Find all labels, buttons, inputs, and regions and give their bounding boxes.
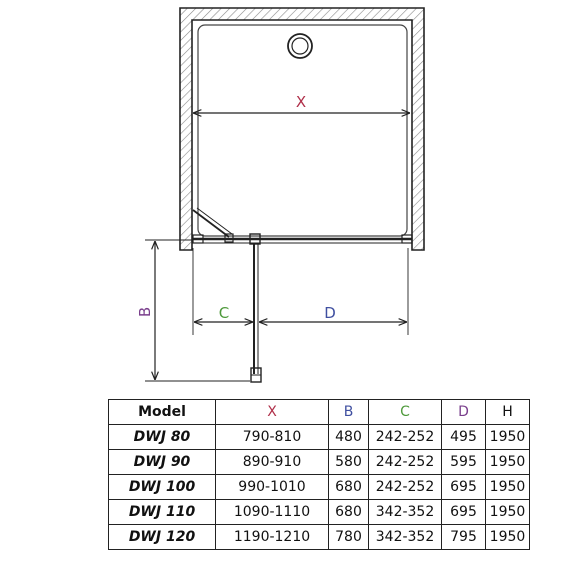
dimension-b: B: [136, 241, 155, 380]
cell-model: DWJ 110: [108, 499, 216, 525]
cell-d: 695: [441, 474, 486, 500]
header-d: D: [441, 399, 486, 425]
cell-c: 242-252: [368, 424, 442, 450]
cell-model: DWJ 90: [108, 449, 216, 475]
dimension-x: X: [193, 93, 410, 113]
cell-x: 1190-1210: [215, 524, 329, 550]
header-h: H: [485, 399, 530, 425]
cell-model: DWJ 80: [108, 424, 216, 450]
cell-b: 580: [328, 449, 369, 475]
spec-table: Model X B C D H DWJ 80 790-810 480 242-2…: [108, 399, 530, 550]
shower-door-diagram: X B C D: [136, 7, 425, 383]
cell-h: 1950: [485, 449, 530, 475]
glass-panel: [192, 233, 413, 244]
table-row: DWJ 100 990-1010 680 242-252 695 1950: [108, 474, 530, 500]
cell-h: 1950: [485, 499, 530, 525]
cell-d: 595: [441, 449, 486, 475]
table-row: DWJ 120 1190-1210 780 342-352 795 1950: [108, 524, 530, 550]
shower-tray-outline: [197, 24, 408, 237]
cell-b: 780: [328, 524, 369, 550]
cell-d: 695: [441, 499, 486, 525]
table-row: DWJ 80 790-810 480 242-252 495 1950: [108, 424, 530, 450]
cell-c: 242-252: [368, 474, 442, 500]
header-b: B: [328, 399, 369, 425]
cell-x: 1090-1110: [215, 499, 329, 525]
cell-b: 680: [328, 474, 369, 500]
cell-d: 795: [441, 524, 486, 550]
header-x: X: [215, 399, 329, 425]
cell-b: 480: [328, 424, 369, 450]
drain-icon: [287, 33, 313, 59]
cell-c: 342-352: [368, 524, 442, 550]
extension-lines: [145, 239, 409, 382]
cell-h: 1950: [485, 524, 530, 550]
dimension-c: C: [194, 304, 253, 322]
cell-c: 242-252: [368, 449, 442, 475]
dimension-x-label: X: [296, 93, 306, 111]
cell-c: 342-352: [368, 499, 442, 525]
wall-structure: [179, 7, 425, 251]
cell-model: DWJ 100: [108, 474, 216, 500]
cell-model: DWJ 120: [108, 524, 216, 550]
header-c: C: [368, 399, 442, 425]
cell-x: 890-910: [215, 449, 329, 475]
cell-x: 990-1010: [215, 474, 329, 500]
cell-x: 790-810: [215, 424, 329, 450]
table-row: DWJ 90 890-910 580 242-252 595 1950: [108, 449, 530, 475]
dimension-d-label: D: [324, 304, 336, 322]
hinged-door: [249, 233, 262, 383]
inner-swing-panel: [192, 207, 233, 238]
dimension-d: D: [259, 304, 407, 322]
table-header-row: Model X B C D H: [108, 399, 530, 425]
header-model: Model: [108, 399, 216, 425]
wall-hatched: [179, 7, 425, 251]
table-row: DWJ 110 1090-1110 680 342-352 695 1950: [108, 499, 530, 525]
dimension-c-label: C: [219, 304, 229, 322]
cell-h: 1950: [485, 474, 530, 500]
cell-h: 1950: [485, 424, 530, 450]
cell-b: 680: [328, 499, 369, 525]
dimension-b-label: B: [136, 307, 154, 317]
cell-d: 495: [441, 424, 486, 450]
